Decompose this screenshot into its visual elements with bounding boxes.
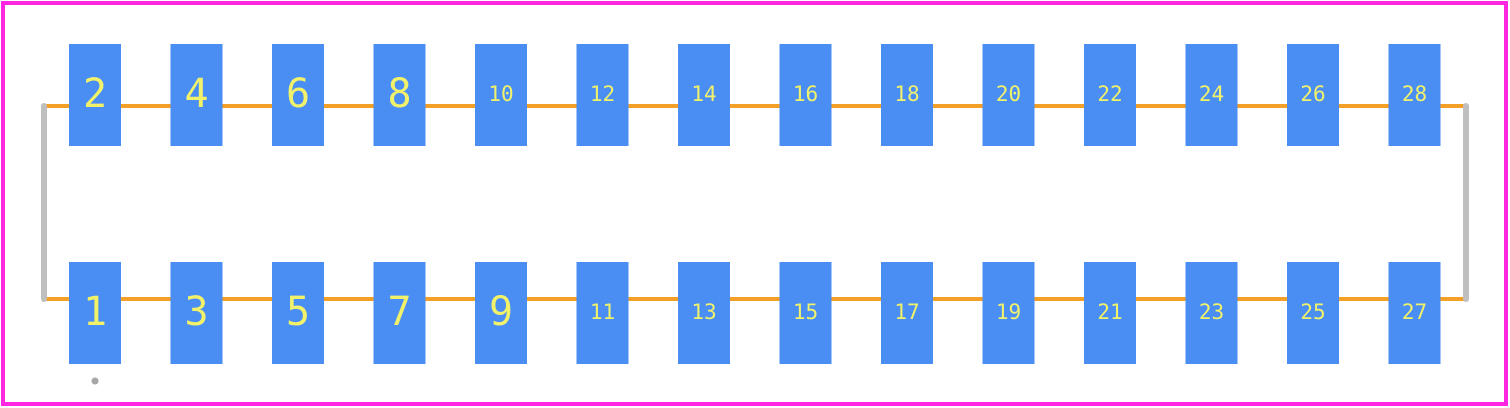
pin1-marker [91, 377, 99, 385]
pad-23 [1185, 262, 1238, 364]
pad-label-3: 3 [184, 289, 208, 335]
pad-19 [982, 262, 1035, 364]
pad-12 [576, 44, 629, 146]
pad-6 [272, 44, 324, 146]
pad-label-12: 12 [590, 82, 615, 106]
pad-label-6: 6 [286, 71, 310, 117]
pad-label-25: 25 [1300, 300, 1325, 324]
pad-label-26: 26 [1300, 82, 1325, 106]
pad-8 [373, 44, 426, 146]
pad-label-14: 14 [691, 82, 716, 106]
pad-label-23: 23 [1199, 300, 1224, 324]
pad-label-2: 2 [83, 71, 107, 117]
pad-26 [1287, 44, 1339, 146]
pad-label-18: 18 [894, 82, 919, 106]
pad-label-24: 24 [1199, 82, 1224, 106]
pad-label-16: 16 [793, 82, 818, 106]
pad-15 [779, 262, 832, 364]
pad-4 [170, 44, 223, 146]
pad-24 [1185, 44, 1238, 146]
pad-label-8: 8 [387, 71, 411, 117]
pad-label-21: 21 [1097, 300, 1122, 324]
pad-22 [1084, 44, 1136, 146]
pad-18 [881, 44, 933, 146]
pad-20 [982, 44, 1035, 146]
pad-2 [69, 44, 121, 146]
pad-3 [170, 262, 223, 364]
pad-5 [272, 262, 324, 364]
pad-label-20: 20 [996, 82, 1021, 106]
pad-27 [1388, 262, 1441, 364]
pad-9 [475, 262, 527, 364]
pad-label-5: 5 [286, 289, 310, 335]
pad-label-17: 17 [894, 300, 919, 324]
pad-10 [475, 44, 527, 146]
pad-label-1: 1 [83, 289, 107, 335]
pad-14 [678, 44, 730, 146]
pad-label-22: 22 [1097, 82, 1122, 106]
pad-25 [1287, 262, 1339, 364]
pad-label-7: 7 [387, 289, 411, 335]
pad-1 [69, 262, 121, 364]
pad-label-13: 13 [691, 300, 716, 324]
pad-label-15: 15 [793, 300, 818, 324]
pad-16 [779, 44, 832, 146]
pad-label-11: 11 [590, 300, 615, 324]
pad-label-4: 4 [184, 71, 208, 117]
pad-21 [1084, 262, 1136, 364]
pad-11 [576, 262, 629, 364]
pad-label-27: 27 [1402, 300, 1427, 324]
pad-17 [881, 262, 933, 364]
pad-28 [1388, 44, 1441, 146]
pad-label-28: 28 [1402, 82, 1427, 106]
pad-label-9: 9 [489, 289, 513, 335]
pad-13 [678, 262, 730, 364]
pad-label-10: 10 [488, 82, 513, 106]
pad-label-19: 19 [996, 300, 1021, 324]
pad-7 [373, 262, 426, 364]
